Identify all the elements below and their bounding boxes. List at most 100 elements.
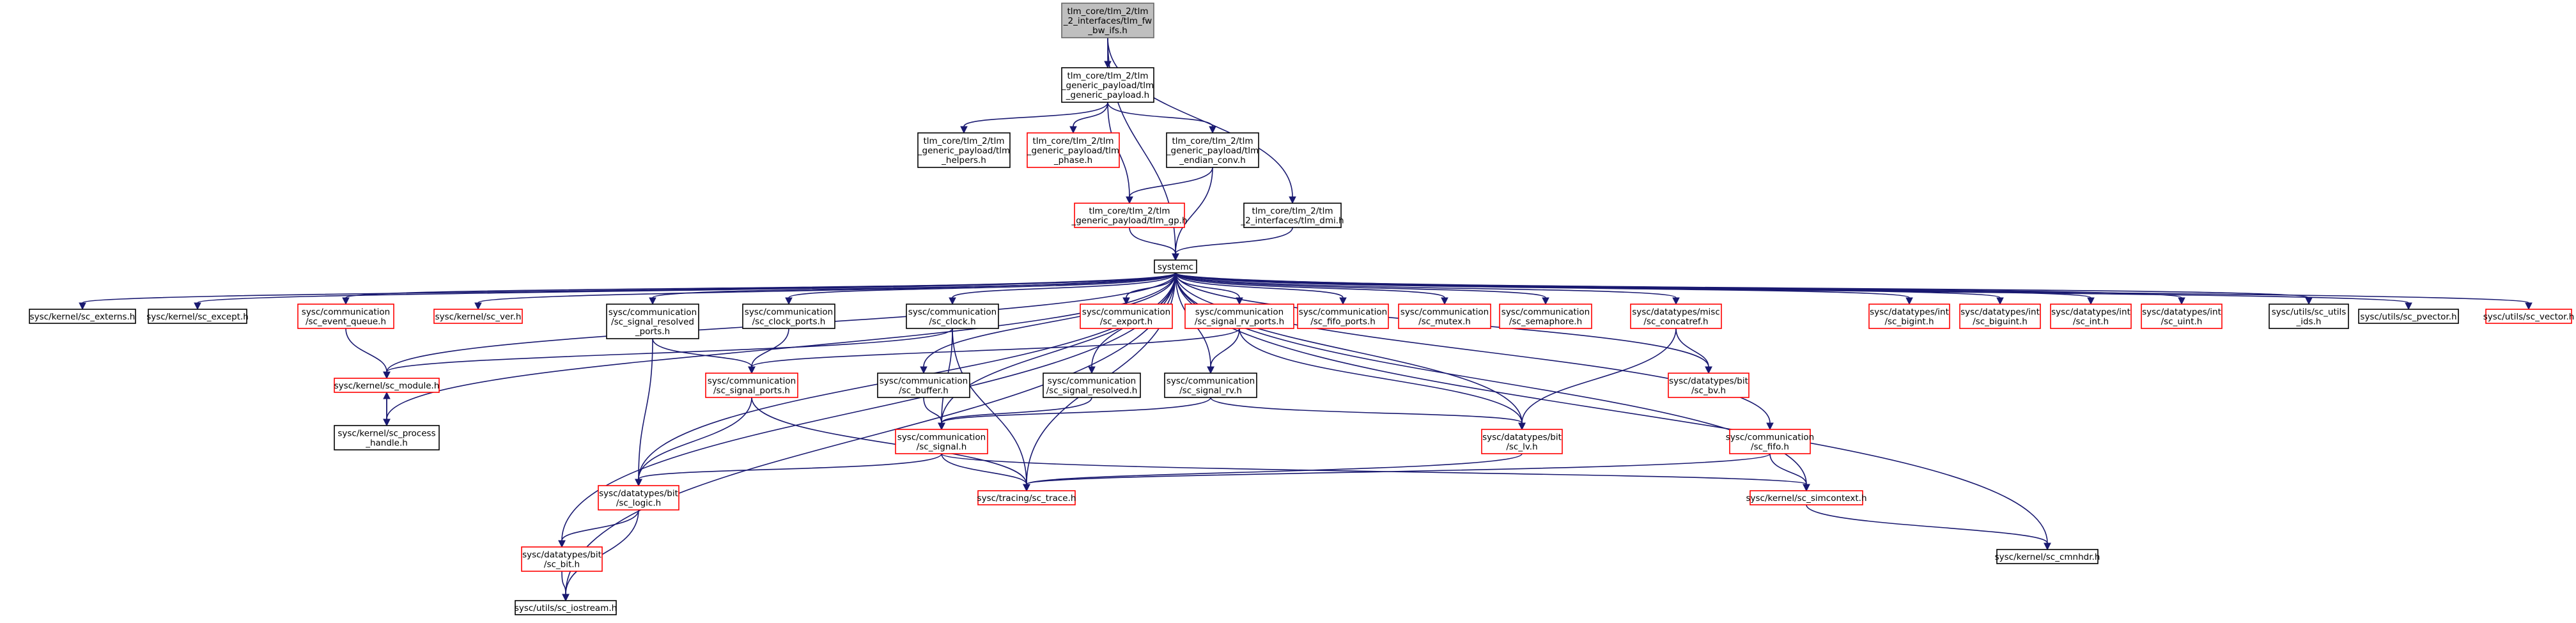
- node-box: [1043, 373, 1141, 398]
- node-eventq[interactable]: sysc/communication/sc_event_queue.h: [297, 304, 394, 329]
- node-box: [1959, 304, 2041, 329]
- node-label-line: sysc/datatypes/bit: [1669, 376, 1748, 387]
- node-clock[interactable]: sysc/communication/sc_clock.h: [906, 304, 999, 329]
- node-label-line: /sc_clock_ports.h: [752, 317, 826, 327]
- node-label-line: /sc_uint.h: [2161, 317, 2203, 327]
- node-fifo[interactable]: sysc/communication/sc_fifo.h: [1726, 429, 1814, 454]
- node-dmi[interactable]: tlm_core/tlm_2/tlm_2_interfaces/tlm_dmi.…: [1240, 203, 1344, 228]
- node-concatref[interactable]: sysc/datatypes/misc/sc_concatref.h: [1630, 304, 1722, 329]
- node-box: [2050, 304, 2132, 329]
- node-int[interactable]: sysc/datatypes/int/sc_int.h: [2050, 304, 2132, 329]
- node-logic[interactable]: sysc/datatypes/bit/sc_logic.h: [598, 485, 679, 511]
- node-uint[interactable]: sysc/datatypes/int/sc_uint.h: [2141, 304, 2223, 329]
- node-label-line: _handle.h: [365, 438, 408, 449]
- node-semaphore[interactable]: sysc/communication/sc_semaphore.h: [1499, 304, 1592, 329]
- node-box: [977, 490, 1076, 505]
- edge-systemc-to-lv: [1175, 272, 1526, 431]
- node-except[interactable]: sysc/kernel/sc_except.h: [146, 309, 249, 324]
- node-label-line: /sc_bit.h: [544, 560, 580, 570]
- node-process[interactable]: sysc/kernel/sc_process_handle.h: [334, 425, 440, 450]
- node-box: [2269, 304, 2349, 329]
- edge-srvports-to-srv: [1207, 328, 1240, 374]
- node-buffer[interactable]: sysc/communication/sc_buffer.h: [877, 373, 970, 398]
- node-box: [606, 304, 699, 339]
- node-box: [1729, 429, 1811, 454]
- node-module[interactable]: sysc/kernel/sc_module.h: [334, 378, 440, 393]
- node-label-line: sysc/communication: [1195, 307, 1284, 318]
- node-simcontext[interactable]: sysc/kernel/sc_simcontext.h: [1746, 490, 1867, 505]
- node-label-line: sysc/datatypes/bit: [599, 489, 678, 499]
- node-srv[interactable]: sysc/communication/sc_signal_rv.h: [1164, 373, 1257, 398]
- edge-tlmgp-to-systemc: [1129, 227, 1179, 261]
- node-label-line: sysc/kernel/sc_ver.h: [435, 312, 522, 322]
- node-box: [917, 132, 1011, 168]
- edge-srv-to-signal: [938, 397, 1211, 431]
- node-bigint[interactable]: sysc/datatypes/int/sc_bigint.h: [1868, 304, 1950, 329]
- node-label-line: sysc/utils/sc_iostream.h: [515, 603, 617, 613]
- edge-bit-to-iostream: [561, 571, 570, 602]
- node-label-line: _endian_conv.h: [1179, 155, 1246, 165]
- node-clkports[interactable]: sysc/communication/sc_clock_ports.h: [742, 304, 835, 329]
- node-phase[interactable]: tlm_core/tlm_2/tlm_generic_payload/tlm_p…: [1027, 132, 1120, 168]
- node-systemc[interactable]: systemc: [1154, 259, 1197, 273]
- edge-systemc-to-process: [383, 272, 1176, 427]
- node-label-line: sysc/kernel/sc_externs.h: [30, 312, 136, 322]
- node-biguint[interactable]: sysc/datatypes/int/sc_biguint.h: [1959, 304, 2041, 329]
- node-tlmgp[interactable]: tlm_core/tlm_2/tlm_generic_payload/tlm_g…: [1071, 203, 1188, 228]
- node-ver[interactable]: sysc/kernel/sc_ver.h: [433, 309, 523, 324]
- node-label-line: _2_interfaces/tlm_dmi.h: [1240, 216, 1344, 226]
- node-helpers[interactable]: tlm_core/tlm_2/tlm_generic_payload/tlm_h…: [917, 132, 1011, 168]
- node-box: [29, 309, 136, 324]
- node-label-line: /sc_biguint.h: [1973, 317, 2028, 327]
- node-box: [1080, 304, 1173, 329]
- node-ids[interactable]: sysc/utils/sc_utils_ids.h: [2269, 304, 2349, 329]
- node-label-line: /sc_signal_resolved.h: [1046, 386, 1138, 396]
- node-sigports[interactable]: sysc/communication/sc_signal_ports.h: [705, 373, 798, 398]
- edge-gp-to-endian: [1107, 102, 1216, 134]
- node-cmnhdr[interactable]: sysc/kernel/sc_cmnhdr.h: [1995, 549, 2100, 564]
- node-box: [1750, 490, 1863, 505]
- node-box: [895, 429, 988, 454]
- node-label-line: sysc/kernel/sc_process: [338, 429, 435, 439]
- node-mutex[interactable]: sysc/communication/sc_mutex.h: [1398, 304, 1491, 329]
- node-label-line: sysc/datatypes/int: [2051, 307, 2130, 318]
- node-sresolved[interactable]: sysc/communication/sc_signal_resolved.h: [1043, 373, 1141, 398]
- node-box: [1061, 3, 1154, 38]
- node-label-line: sysc/communication: [1082, 307, 1170, 318]
- edge-srv-to-lv: [1210, 397, 1526, 431]
- node-vector[interactable]: sysc/utils/sc_vector.h: [2483, 309, 2575, 324]
- edge-systemc-to-srports: [649, 272, 1176, 305]
- node-box: [1499, 304, 1592, 329]
- node-label-line: _generic_payload/tlm: [1061, 81, 1154, 91]
- node-endian[interactable]: tlm_core/tlm_2/tlm_generic_payload/tlm_e…: [1166, 132, 1259, 168]
- node-lv[interactable]: sysc/datatypes/bit/sc_lv.h: [1481, 429, 1563, 454]
- node-srports[interactable]: sysc/communication/sc_signal_resolved_po…: [606, 304, 699, 339]
- node-label-line: sysc/communication: [897, 433, 986, 443]
- edge-sresolved-to-signal: [938, 397, 1092, 431]
- node-iostream[interactable]: sysc/utils/sc_iostream.h: [515, 600, 617, 615]
- node-box: [1630, 304, 1722, 329]
- node-box: [906, 304, 999, 329]
- node-pvector[interactable]: sysc/utils/sc_pvector.h: [2358, 309, 2459, 324]
- node-fifoports[interactable]: sysc/communication/sc_fifo_ports.h: [1297, 304, 1389, 329]
- node-label-line: /sc_int.h: [2073, 317, 2109, 327]
- node-bit[interactable]: sysc/datatypes/bit/sc_bit.h: [521, 546, 603, 572]
- node-externs[interactable]: sysc/kernel/sc_externs.h: [29, 309, 136, 324]
- node-label-line: _generic_payload/tlm: [917, 146, 1010, 156]
- edge-systemc-to-mutex: [1175, 272, 1448, 305]
- edge-srvports-to-lv: [1239, 328, 1526, 431]
- node-box: [1164, 373, 1257, 398]
- edge-systemc-to-fifoports: [1175, 272, 1347, 305]
- node-signal[interactable]: sysc/communication/sc_signal.h: [895, 429, 988, 454]
- node-srvports[interactable]: sysc/communication/sc_signal_rv_ports.h: [1184, 304, 1294, 329]
- edge-systemc-to-eventq: [342, 272, 1176, 305]
- node-label-line: sysc/datatypes/int: [1870, 307, 1949, 318]
- edge-systemc-to-clock: [949, 272, 1176, 305]
- node-gp[interactable]: tlm_core/tlm_2/tlm_generic_payload/tlm_g…: [1061, 67, 1154, 103]
- node-bv[interactable]: sysc/datatypes/bit/sc_bv.h: [1668, 373, 1750, 398]
- node-root[interactable]: tlm_core/tlm_2/tlm_2_interfaces/tlm_fw_b…: [1061, 3, 1154, 38]
- node-label-line: /sc_signal_ports.h: [713, 386, 790, 396]
- node-export[interactable]: sysc/communication/sc_export.h: [1080, 304, 1173, 329]
- node-box: [2141, 304, 2223, 329]
- node-trace[interactable]: sysc/tracing/sc_trace.h: [977, 490, 1076, 505]
